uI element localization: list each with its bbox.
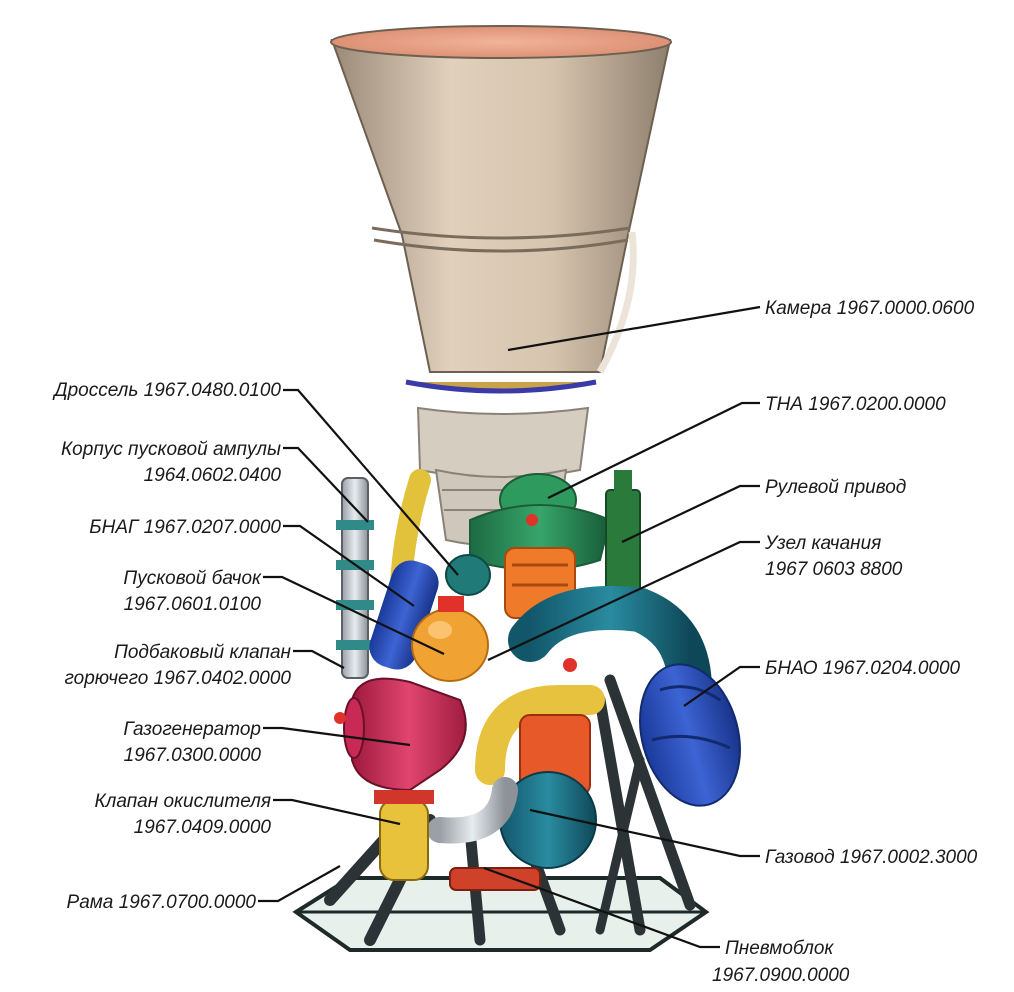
throttle <box>445 554 491 596</box>
red-valve-dot <box>563 658 577 672</box>
label-rul: Рулевой привод <box>765 477 906 498</box>
label-podbak-line2: горючего 1967.0402.0000 <box>65 668 292 689</box>
labels: Камера 1967.0000.0600 ТНА 1967.0200.0000… <box>52 298 977 986</box>
label-gazovod: Газовод 1967.0002.3000 <box>765 847 978 868</box>
leader-tna <box>547 401 760 499</box>
leader-uzel <box>487 540 760 661</box>
label-klapan-line2: 1967.0409.0000 <box>134 817 272 838</box>
bnao-unit <box>639 663 741 807</box>
leader-gazogen <box>263 726 411 747</box>
label-pnevmo-line1: Пневмоблок <box>725 938 834 959</box>
nozzle-chamber <box>330 25 672 547</box>
red-valve-dot <box>334 712 346 724</box>
label-pnevmo-line2: 1967.0900.0000 <box>712 965 850 986</box>
label-kamera: Камера 1967.0000.0600 <box>765 298 975 319</box>
label-korpus-line1: Корпус пусковой ампулы <box>61 439 281 460</box>
leader-bnao <box>683 665 760 707</box>
leader-podbak <box>293 649 345 669</box>
label-drossel: Дроссель 1967.0480.0100 <box>52 380 281 401</box>
leader-rama <box>258 865 341 903</box>
label-bachok-line1: Пусковой бачок <box>123 568 262 589</box>
pneumatic-block <box>449 867 541 891</box>
leader-rul <box>621 484 760 543</box>
label-tna: ТНА 1967.0200.0000 <box>765 394 946 415</box>
engine-illustration <box>292 25 741 952</box>
label-bachok-line2: 1967.0601.0100 <box>124 594 262 615</box>
label-klapan-line1: Клапан окислителя <box>94 791 271 812</box>
label-bnag: БНАГ 1967.0207.0000 <box>89 517 281 538</box>
label-podbak-line1: Подбаковый клапан <box>114 642 291 663</box>
start-tank <box>411 596 489 682</box>
label-bnao: БНАО 1967.0204.0000 <box>765 658 961 679</box>
leader-pnevmo <box>483 866 720 949</box>
label-uzel-line2: 1967 0603 8800 <box>765 559 903 580</box>
leader-gazovod <box>529 808 760 858</box>
yellow-elbow <box>475 685 605 785</box>
label-gazogen-line1: Газогенератор <box>123 719 261 740</box>
leader-kamera <box>507 305 761 352</box>
oxidizer-pipe <box>508 586 712 712</box>
label-rama: Рама 1967.0700.0000 <box>67 892 257 913</box>
leader-bnag <box>283 524 415 607</box>
leader-klapan <box>273 798 401 826</box>
leader-lines <box>258 305 761 949</box>
oxidizer-valve <box>374 790 434 881</box>
grey-pipe <box>427 777 518 844</box>
label-uzel-line1: Узел качания <box>764 533 881 554</box>
steering-actuator <box>605 470 641 601</box>
leader-bachok <box>263 575 445 655</box>
leader-korpus <box>283 446 369 523</box>
label-gazogen-line2: 1967.0300.0000 <box>124 745 262 766</box>
bnag-unit <box>369 560 439 670</box>
gas-generator <box>343 677 467 792</box>
leader-drossel <box>283 388 459 576</box>
label-korpus-line2: 1964.0602.0400 <box>144 465 282 486</box>
